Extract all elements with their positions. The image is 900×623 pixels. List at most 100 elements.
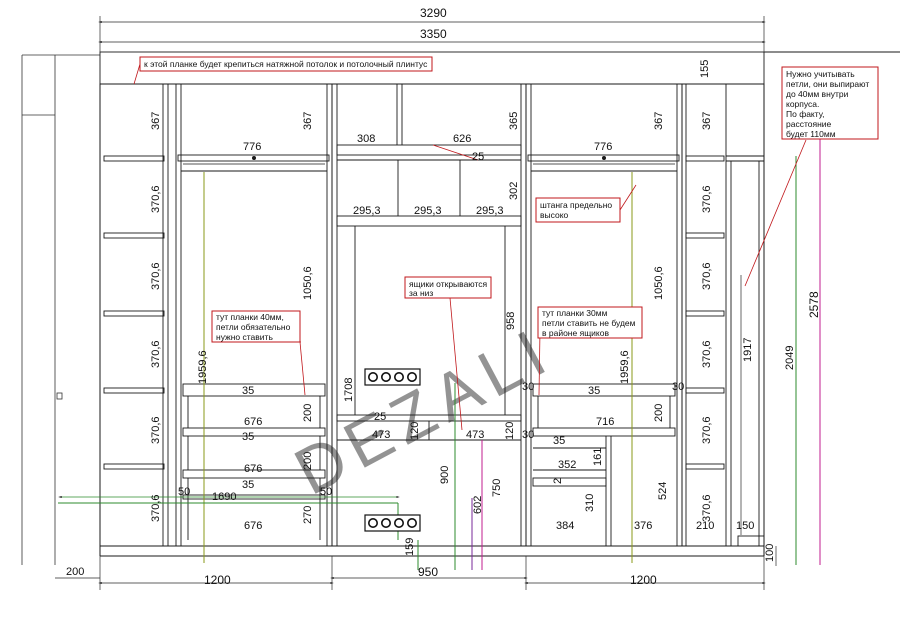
dim-mid-1708: 1708 — [343, 378, 355, 402]
dim-rcol-shelf-3: 370,6 — [701, 340, 713, 368]
hanger-rods — [183, 155, 675, 165]
dim-left-35c: 35 — [242, 479, 254, 491]
dim-left-50a: 50 — [178, 486, 190, 498]
dim-bottom-right: 1200 — [630, 573, 657, 587]
watermark: DEZALI — [283, 312, 564, 508]
dim-mid-2953a: 295,3 — [353, 205, 381, 217]
dim-left-50b: 50 — [320, 486, 332, 498]
dim-left-200a: 200 — [302, 404, 314, 422]
dim-mid-25-mark: 25 — [472, 151, 484, 163]
dim-mid-308: 308 — [357, 133, 375, 145]
note-top-right-0: Нужно учитывать — [786, 69, 855, 79]
dimension-labels: 3290 3350 155 2578 2049 1917 100 200 120… — [66, 6, 821, 587]
note-drawers-1: за низ — [409, 288, 433, 298]
right-shelf-column — [681, 83, 727, 547]
dimension-lines — [55, 16, 777, 590]
dim-left-270: 270 — [302, 506, 314, 524]
guide-lines — [58, 84, 821, 570]
dim-rcol-top-367: 367 — [701, 112, 713, 130]
dim-total-outer: 3350 — [420, 27, 447, 41]
dim-right-top-367: 367 — [653, 112, 665, 130]
dim-right-524: 524 — [657, 482, 669, 500]
dim-right-30c: 30 — [522, 429, 534, 441]
dim-left-top-367b: 367 — [302, 112, 314, 130]
dim-top-strip: 155 — [699, 60, 711, 78]
note-right-strips-0: тут планки 30мм — [542, 308, 608, 318]
dim-right-352: 352 — [558, 459, 576, 471]
note-rod-0: штанга предельно — [540, 200, 612, 210]
dim-height-1917: 1917 — [742, 338, 754, 362]
dim-left-35b: 35 — [242, 431, 254, 443]
dim-left-676c: 676 — [244, 520, 262, 532]
dim-rcol-shelf-4: 370,6 — [701, 416, 713, 444]
dim-left-35a: 35 — [242, 385, 254, 397]
dim-right-30b: 30 — [672, 381, 684, 393]
dim-bottom-left: 1200 — [204, 573, 231, 587]
dim-rcol-shelf-5: 370,6 — [701, 494, 713, 522]
dim-right-161: 161 — [592, 448, 604, 466]
note-right-strips-1: петли ставить не будем — [542, 318, 636, 328]
note-top-right-6: будет 110мм — [786, 129, 836, 139]
dim-right-384: 384 — [556, 520, 574, 532]
note-top-right-1: петли, они выпирают — [786, 79, 869, 89]
dim-right-716: 716 — [596, 416, 614, 428]
dim-right-310: 310 — [584, 494, 596, 512]
note-top-right-2: до 40мм внутри — [786, 89, 849, 99]
dim-left-1690: 1690 — [212, 491, 236, 503]
dim-left-200b: 200 — [302, 452, 314, 470]
dim-mid-602: 602 — [472, 496, 484, 514]
dim-mid-120b: 120 — [504, 422, 516, 440]
note-rod-1: высоко — [540, 210, 569, 220]
note-right-strips-2: в районе ящиков — [542, 328, 609, 338]
dim-mid-900: 900 — [439, 466, 451, 484]
note-boxes — [139, 56, 879, 343]
dim-mid-2953b: 295,3 — [414, 205, 442, 217]
dim-right-376: 376 — [634, 520, 652, 532]
dim-mid-302: 302 — [508, 182, 520, 200]
dim-mid-958: 958 — [505, 312, 517, 330]
dim-total-inner: 3290 — [420, 6, 447, 20]
dim-right-19596: 1959,6 — [619, 350, 631, 384]
dim-mid-365: 365 — [508, 112, 520, 130]
dim-left-shelf-1: 370,6 — [150, 185, 162, 213]
note-left-strips-1: петли обязательно — [216, 322, 291, 332]
dim-mid-750: 750 — [491, 479, 503, 497]
dim-rcol-shelf-2: 370,6 — [701, 262, 713, 290]
dim-height-total: 2578 — [807, 291, 821, 318]
dim-left-676a: 676 — [244, 416, 262, 428]
left-shelf-column — [99, 83, 169, 547]
dim-mid-25: 25 — [374, 411, 386, 423]
dim-plinth-100: 100 — [764, 544, 776, 562]
dim-mid-626: 626 — [453, 133, 471, 145]
note-left-strips-0: тут планки 40мм, — [216, 312, 284, 322]
dim-right-200: 200 — [653, 404, 665, 422]
dim-bottom-mid: 950 — [418, 565, 438, 579]
dim-mid-120a: 120 — [409, 422, 421, 440]
dim-mid-473a: 473 — [372, 429, 390, 441]
dim-left-shelf-4: 370,6 — [150, 416, 162, 444]
dim-left-676b: 676 — [244, 463, 262, 475]
dim-side-200: 200 — [66, 566, 84, 578]
dim-rcol-150: 150 — [736, 520, 754, 532]
dim-right-35b: 35 — [553, 435, 565, 447]
far-right-column — [726, 155, 765, 547]
note-top-right-5: расстояние — [786, 119, 832, 129]
dim-right-35a: 35 — [588, 385, 600, 397]
dim-mid-2953c: 295,3 — [476, 205, 504, 217]
dim-mid-159: 159 — [404, 538, 416, 556]
leader-lines — [133, 63, 807, 431]
note-top-right-4: По факту, — [786, 109, 824, 119]
note-left-strips-2: нужно ставить — [216, 332, 273, 342]
dim-rcol-210: 210 — [696, 520, 714, 532]
dim-rcol-shelf-1: 370,6 — [701, 185, 713, 213]
dim-left-10506: 1050,6 — [302, 266, 314, 300]
dim-left-19596: 1959,6 — [197, 350, 209, 384]
middle-section — [331, 83, 527, 547]
dim-left-shelf-3: 370,6 — [150, 340, 162, 368]
socket-block-icon — [364, 368, 421, 532]
wall-left — [21, 54, 100, 565]
notes: к этой планке будет крепиться натяжной п… — [144, 59, 869, 342]
right-section — [525, 83, 683, 547]
note-drawers-0: ящики открываются — [409, 279, 488, 289]
